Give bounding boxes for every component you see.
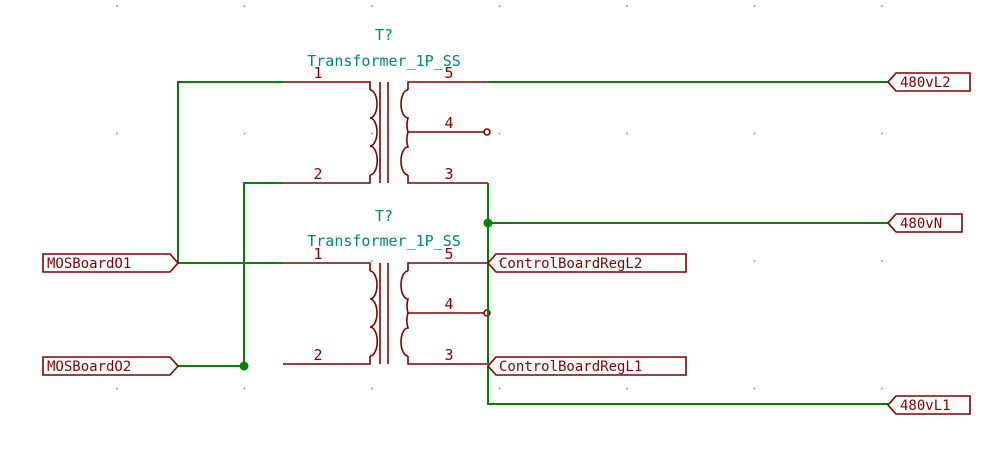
label-mosboard-o2-text: MOSBoardO2 — [47, 359, 131, 375]
transformer-top-pin3-number: 3 — [444, 165, 453, 183]
label-mosboard-o2-shape — [42, 356, 180, 376]
transformer-bottom[interactable]: T? Transformer_1P_SS 1 2 5 4 3 — [283, 207, 491, 365]
transformer-bottom-pin1-number: 1 — [313, 245, 322, 263]
grid-dot — [371, 5, 373, 7]
wire-mosboard-o2[interactable] — [178, 182, 283, 367]
label-mosboard-o1-text: MOSBoardO1 — [47, 256, 131, 272]
transformer-bottom-pin2-number: 2 — [313, 346, 322, 364]
grid-dot — [881, 387, 883, 390]
label-controlboard-reg-l1-shape — [486, 356, 687, 376]
transformer-bottom-primary-coil — [369, 270, 379, 357]
grid-dots — [116, 5, 883, 390]
grid-dot — [498, 387, 501, 390]
transformer-bottom-value: Transformer_1P_SS — [307, 232, 461, 250]
transformer-top-pin3-line — [407, 175, 488, 184]
label-480vl2-shape — [886, 72, 971, 92]
transformer-top-pin2-line — [283, 175, 371, 184]
grid-dot — [753, 387, 756, 390]
label-controlboard-reg-l2-shape — [486, 253, 687, 273]
transformer-bottom-pin5-number: 5 — [444, 245, 453, 263]
transformer-top-pin4-noconnect — [483, 128, 491, 136]
grid-dot — [498, 132, 501, 135]
transformer-top-value: Transformer_1P_SS — [307, 52, 461, 70]
grid-dot — [371, 387, 373, 390]
wire-480vl1[interactable] — [487, 366, 888, 405]
label-mosboard-o2[interactable]: MOSBoardO2 — [42, 356, 180, 376]
transformer-top-secondary-coil — [400, 89, 410, 176]
grid-dot — [753, 5, 756, 7]
grid-dot — [116, 5, 118, 7]
transformer-top-pin2-number: 2 — [313, 165, 322, 183]
grid-dot — [371, 260, 373, 262]
wires — [177, 81, 888, 405]
junction-dot-480vn — [483, 218, 493, 228]
grid-dot — [116, 387, 118, 390]
transformer-top-pin4-number: 4 — [444, 114, 453, 132]
label-480vl1[interactable]: 480vL1 — [886, 395, 971, 415]
transformer-top-reference: T? — [375, 26, 393, 44]
grid-dot — [753, 132, 756, 135]
wire-mosboard-o1[interactable] — [177, 81, 283, 264]
label-controlboard-reg-l2-text: ControlBoardRegL2 — [499, 256, 642, 272]
label-480vn-text: 480vN — [900, 216, 942, 232]
transformer-bottom-pin4-number: 4 — [444, 295, 453, 313]
label-controlboard-reg-l2[interactable]: ControlBoardRegL2 — [486, 253, 687, 273]
label-480vl1-shape — [886, 395, 971, 415]
grid-dot — [881, 5, 883, 7]
transformer-bottom-pin1-line — [283, 262, 371, 271]
grid-dot — [243, 5, 246, 7]
transformer-bottom-pin3-line — [407, 356, 488, 365]
grid-dot — [753, 260, 756, 262]
grid-dot — [116, 132, 118, 135]
transformer-bottom-pin5-line — [407, 262, 488, 271]
grid-dot — [243, 132, 246, 135]
label-controlboard-reg-l1-text: ControlBoardRegL1 — [499, 359, 642, 375]
grid-dot — [371, 132, 373, 135]
transformer-top-pin1-line — [283, 81, 371, 90]
grid-dot — [626, 260, 628, 262]
grid-dot — [626, 132, 628, 135]
transformer-bottom-reference: T? — [375, 207, 393, 225]
label-480vl2[interactable]: 480vL2 — [886, 72, 971, 92]
grid-dot — [243, 387, 246, 390]
junction-dot-mosboard-o2 — [239, 361, 249, 371]
label-480vn[interactable]: 480vN — [886, 213, 963, 233]
grid-dot — [881, 260, 883, 262]
transformer-top-pin5-number: 5 — [444, 64, 453, 82]
transformer-top-pin1-number: 1 — [313, 64, 322, 82]
label-480vn-shape — [886, 213, 963, 233]
transformer-bottom-pin3-number: 3 — [444, 346, 453, 364]
grid-dot — [498, 260, 501, 262]
transformer-top-pin5-line — [407, 81, 488, 90]
grid-dot — [116, 260, 118, 262]
transformer-bottom-secondary-coil — [400, 270, 410, 357]
grid-dot — [626, 5, 628, 7]
transformer-top-primary-coil — [369, 89, 379, 176]
label-mosboard-o1-shape — [42, 253, 180, 273]
grid-dot — [498, 5, 501, 7]
grid-dot — [881, 132, 883, 135]
label-480vl2-text: 480vL2 — [900, 75, 951, 91]
label-mosboard-o1[interactable]: MOSBoardO1 — [42, 253, 180, 273]
grid-dot — [626, 387, 628, 390]
transformer-bottom-pin2-line — [283, 356, 371, 365]
transformer-top[interactable]: T? Transformer_1P_SS 1 2 5 4 3 — [283, 26, 491, 184]
label-480vl1-text: 480vL1 — [900, 398, 951, 414]
label-controlboard-reg-l1[interactable]: ControlBoardRegL1 — [486, 356, 687, 376]
